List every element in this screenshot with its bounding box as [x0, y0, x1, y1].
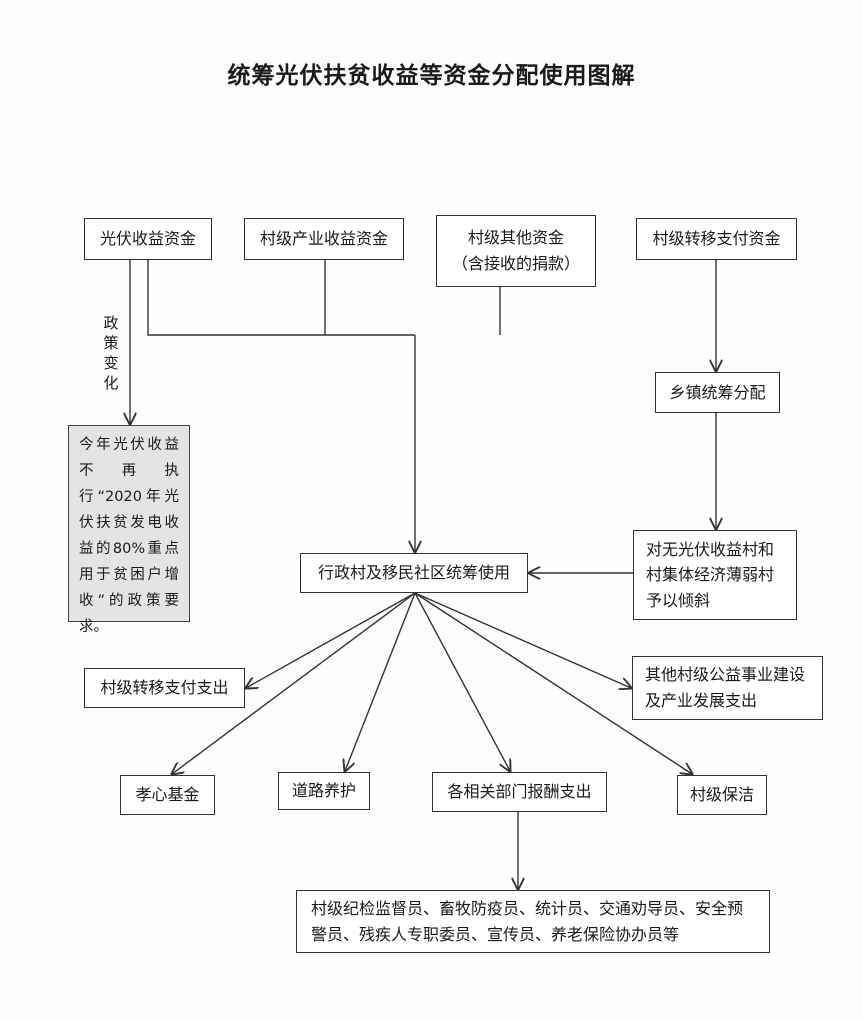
box-road-maintenance: 道路养护 — [278, 772, 370, 810]
box-staff-list: 村级纪检监督员、畜牧防疫员、统计员、交通劝导员、安全预警员、残疾人专职委员、宣传… — [296, 890, 770, 953]
policy-note-box: 今年光伏收益不再执行“2020年光伏扶贫发电收益的80%重点用于贫困户增收”的政… — [68, 425, 190, 635]
arrow-to-cleaning — [414, 592, 692, 774]
box-transfer-funds: 村级转移支付资金 — [636, 218, 797, 260]
arrow-to-transfer-expense — [246, 592, 416, 688]
arrow-to-filial-fund — [172, 592, 416, 774]
box-dept-remuneration: 各相关部门报酬支出 — [432, 772, 607, 812]
box-village-cleaning: 村级保洁 — [677, 775, 767, 815]
box-industry-income: 村级产业收益资金 — [244, 218, 404, 260]
other-funds-line1: 村级其他资金 — [467, 228, 564, 248]
box-other-funds: 村级其他资金 （含接收的捐款） — [436, 215, 596, 287]
box-pv-income: 光伏收益资金 — [84, 218, 212, 260]
box-tilt: 对无光伏收益村和村集体经济薄弱村予以倾斜 — [633, 530, 797, 620]
arrow-to-road — [345, 592, 416, 771]
arrow-to-public-welfare — [414, 592, 631, 688]
box-central-use: 行政村及移民社区统筹使用 — [300, 553, 528, 593]
policy-change-label: 政策变化 — [102, 313, 120, 393]
box-filial-fund: 孝心基金 — [120, 775, 215, 815]
box-transfer-expense: 村级转移支付支出 — [84, 668, 245, 708]
arrow-to-dept — [414, 592, 510, 771]
line-pv-merge — [147, 260, 415, 336]
box-public-welfare: 其他村级公益事业建设及产业发展支出 — [632, 656, 823, 720]
other-funds-line2: （含接收的捐款） — [451, 254, 580, 273]
box-township-allocation: 乡镇统筹分配 — [655, 372, 780, 413]
diagram-title: 统筹光伏扶贫收益等资金分配使用图解 — [227, 63, 636, 89]
